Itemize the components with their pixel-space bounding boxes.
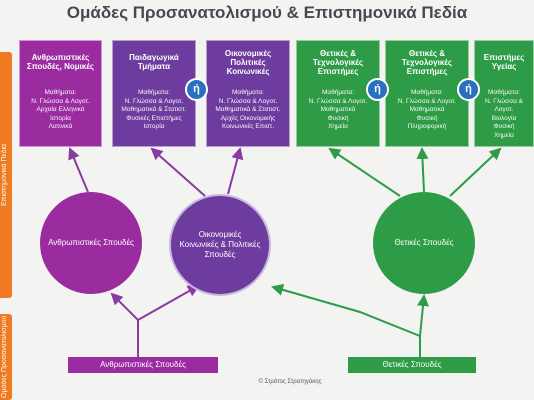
field-item: Ν. Γλώσσα & Λογοτ. [31, 97, 90, 105]
field-item: Βιολογία [491, 114, 517, 122]
field-item: Πληροφορική [407, 123, 447, 130]
or-badge: ή [185, 78, 208, 101]
field-item: Χημεία [494, 131, 514, 139]
field-item: Μαθήματα: [232, 89, 264, 96]
arrow-economics-to-pedagogy [150, 147, 206, 197]
or-badge: ή [457, 78, 480, 101]
group-circle-humanities: Ανθρωπιστικές Σπουδές [40, 192, 142, 294]
field-title: Παιδαγωγικά Τμήματα [129, 53, 179, 71]
side-tab-fields: Επιστημονικά Πεδία [0, 52, 12, 298]
arrow-science-to-field-3 [449, 147, 502, 197]
field-item: Μαθηματικά & Στατιστ. [121, 106, 187, 113]
field-title: Θετικές & Τεχνολογικές Επιστήμες [401, 48, 453, 76]
field-items: Μαθήματα: Ν. Γλώσσα & Λογοτ. Μαθηματικά … [113, 83, 195, 132]
field-title: Οικονομικές Πολιτικές Κοινωνικές [224, 48, 272, 76]
field-item: Φυσική [416, 114, 438, 122]
group-circle-sciences: Θετικές Σπουδές [373, 192, 475, 294]
field-item: Μαθήματα: [411, 89, 443, 96]
arrow-humanities-to-field [68, 147, 89, 193]
field-item: Κοινωνικές Επιστ. [221, 123, 275, 130]
field-item: Φυσικές Επιστήμες [126, 114, 182, 122]
arrow-bar-humanities [137, 285, 200, 357]
field-items: Μαθήματα: Ν. Γλώσσα & Λογοτ. Μαθηματικά … [386, 83, 468, 132]
arrow-economics-to-economics [227, 147, 244, 195]
field-item: Ν. Γλώσσα & Λογοτ. [308, 97, 368, 105]
field-item: Λατινικά [48, 123, 73, 130]
field-title: Θετικές & Τεχνολογικές Επιστήμες [312, 48, 364, 76]
or-badge: ή [366, 78, 389, 101]
field-items: Μαθήματα: Ν. Γλώσσα & Λογοτ. Μαθηματικά … [207, 83, 289, 132]
field-box-sciences-2: Θετικές & Τεχνολογικές Επιστήμες Μαθήματ… [385, 40, 469, 147]
field-items: Μαθήματα: Ν. Γλώσσα & Λογοτ. Αρχαία Ελλη… [20, 83, 101, 132]
field-title: Επιστήμες Υγείας [483, 53, 525, 71]
arrow-bar-science [271, 283, 421, 357]
diagram-title: Ομάδες Προσανατολισμού & Επιστημονικά Πε… [66, 3, 468, 22]
field-item: Ν. Γλώσσα & Λογοτ. [397, 97, 457, 105]
field-item: Μαθήματα: [322, 89, 354, 96]
field-item: Φυσική [327, 114, 349, 122]
field-item: Αρχαία Ελληνικά [36, 106, 85, 113]
field-box-humanities: Ανθρωπιστικές Σπουδές, Νομικές Μαθήματα:… [19, 40, 102, 147]
field-item: Μαθηματικά [320, 106, 356, 113]
field-box-economics: Οικονομικές Πολιτικές Κοινωνικές Μαθήματ… [206, 40, 290, 147]
field-item: Μαθήματα: [44, 89, 77, 96]
field-item: Μαθήματα: [488, 89, 520, 96]
copyright: © Στράτος Στρατηγάκης [258, 379, 322, 385]
arrow-bar-science-2 [417, 294, 429, 337]
field-item: Ν. Γλώσσα & Λογοτ. [484, 97, 524, 114]
field-item: Μαθηματικά [409, 106, 445, 113]
field-items: Μαθήματα: Ν. Γλώσσα & Λογοτ. Μαθηματικά … [297, 83, 379, 132]
field-items: Μαθήματα: Ν. Γλώσσα & Λογοτ. Βιολογία Φυ… [475, 83, 533, 140]
field-item: Χημεία [328, 123, 348, 130]
arrow-science-to-field-2 [416, 147, 429, 193]
track-bar-sciences: Θετικές Σπουδές [348, 357, 476, 373]
field-item: Ιστορία [143, 123, 165, 130]
field-item: Αρχές Οικονομικής [220, 114, 276, 122]
field-item: Μαθήματα: [138, 89, 170, 96]
field-box-pedagogy: Παιδαγωγικά Τμήματα Μαθήματα: Ν. Γλώσσα … [112, 40, 196, 147]
field-title: Ανθρωπιστικές Σπουδές, Νομικές [26, 53, 95, 71]
field-item: Φυσική [493, 123, 515, 130]
group-circle-economics: Οικονομικές Κοινωνικές & Πολιτικές Σπουδ… [169, 194, 271, 296]
arrow-bar-humanities-2 [110, 292, 139, 321]
field-box-health: Επιστήμες Υγείας Μαθήματα: Ν. Γλώσσα & Λ… [474, 40, 534, 147]
arrow-science-to-field-1 [328, 147, 401, 197]
field-item: Μαθηματικά & Στατιστ. [215, 106, 281, 113]
side-tab-groups: Ομάδες Προσανατολισμού [0, 314, 12, 400]
field-item: Ιστορία [50, 114, 71, 122]
track-bar-humanities: Ανθρωπιστικές Σπουδές [68, 357, 218, 373]
field-item: Ν. Γλώσσα & Λογοτ. [124, 97, 184, 105]
field-item: Ν. Γλώσσα & Λογοτ. [218, 97, 278, 105]
